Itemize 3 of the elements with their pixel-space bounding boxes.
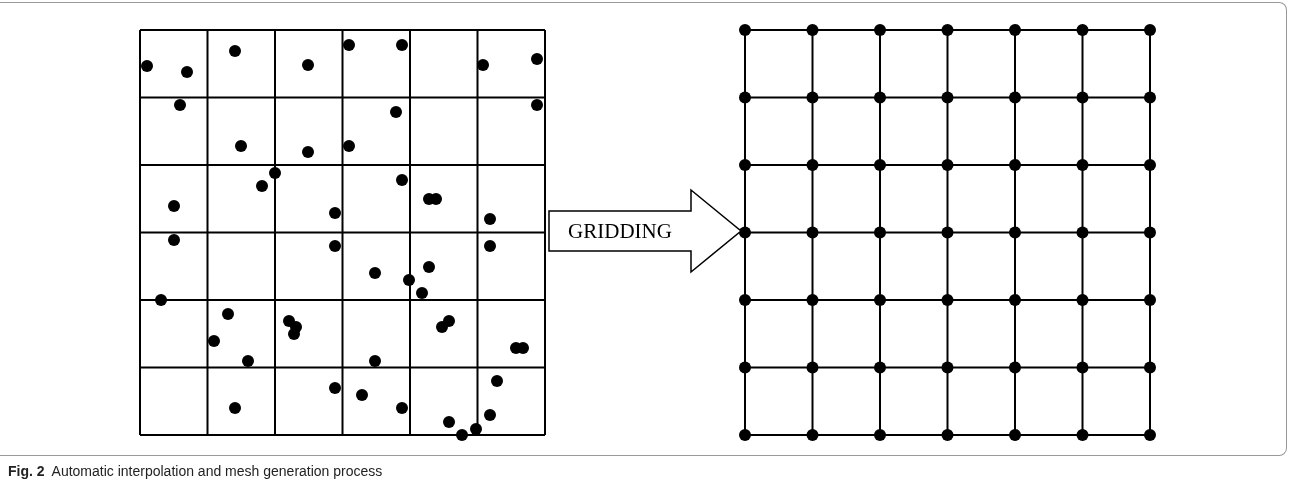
edge-label: GRIDDING <box>568 220 672 242</box>
block-arrow <box>548 188 743 274</box>
caption: Fig. 2 Automatic interpolation and mesh generation process <box>8 463 383 479</box>
